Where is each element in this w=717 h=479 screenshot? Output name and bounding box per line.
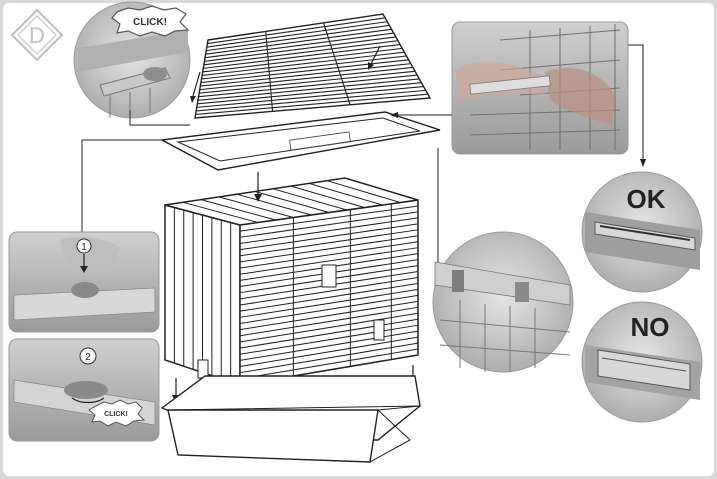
cage-bar (218, 196, 294, 218)
clip-photo-step-one: 1 (8, 231, 160, 333)
cage-body (164, 177, 419, 387)
base-tray (160, 375, 421, 463)
frame-clip-detail-photo (432, 231, 574, 373)
mesh-wire (203, 40, 399, 66)
cage-bar (239, 247, 419, 275)
mesh-wire (206, 21, 388, 48)
cage-bar (239, 211, 419, 238)
no-detail-photo: NO (581, 301, 703, 423)
cage-bar (239, 330, 419, 361)
cage-bar (239, 277, 419, 306)
cage-bar (239, 294, 419, 324)
cage-bar (239, 205, 419, 232)
cage-bar (239, 229, 419, 257)
mesh-wire (200, 63, 411, 87)
mesh-wire (202, 47, 403, 73)
clip-photo-step-two: 2 (8, 338, 160, 442)
cage-bar (239, 235, 419, 263)
mesh-divider (265, 31, 274, 112)
cage-bar (239, 342, 419, 374)
mesh-wire (197, 78, 420, 101)
mesh-wire (195, 93, 428, 116)
arrow-grid-left (190, 71, 201, 103)
step-badge-letter: D (29, 23, 45, 48)
cage-bar (239, 348, 419, 380)
mesh-wire (201, 55, 407, 80)
mesh-wire (196, 89, 426, 112)
cage-bar (239, 300, 419, 331)
cage-bar (239, 282, 419, 312)
mesh-wire (203, 43, 401, 69)
top-grid-mesh (194, 13, 432, 119)
cage-bar (290, 185, 365, 208)
click-text-top: CLICK! (133, 17, 167, 28)
cage-bar (254, 191, 330, 213)
lid-frame (159, 111, 441, 171)
mesh-wire (202, 51, 405, 77)
mesh-divider (322, 22, 351, 105)
connector-top-left (129, 110, 190, 126)
cage-bar (239, 324, 419, 355)
step-one-number: 1 (81, 242, 87, 253)
mesh-wire (198, 74, 418, 98)
click-burst-bottom: CLICK! (88, 399, 146, 427)
cage-bar (272, 188, 347, 211)
cage-bar (239, 336, 419, 368)
click-burst-top: CLICK! (111, 5, 190, 37)
mesh-wire (199, 66, 413, 91)
mesh-wire (200, 59, 409, 84)
mesh-wire (197, 82, 422, 105)
no-label: NO (631, 312, 670, 342)
connector-ok (628, 44, 644, 160)
mesh-wire (204, 36, 396, 62)
mesh-wire (199, 70, 416, 94)
cage-bar (182, 201, 258, 223)
cage-bar (308, 182, 383, 206)
click-text-bottom: CLICK! (104, 411, 128, 418)
mesh-wire (196, 85, 424, 108)
top-right-detail-photo (451, 21, 629, 155)
cage-bar (239, 312, 419, 343)
cage-bar (239, 318, 419, 349)
cage-bar (236, 193, 312, 216)
connector-top-right-arrowhead (390, 112, 398, 118)
ok-detail-photo: OK (581, 171, 703, 293)
cage-bar (239, 288, 419, 318)
arrow-grid-right (368, 45, 381, 70)
mesh-wire (205, 28, 392, 55)
mesh-wire (204, 32, 394, 59)
step-two-number: 2 (85, 352, 91, 363)
step-badge: D (10, 8, 64, 62)
mesh-wire (207, 17, 386, 45)
arrow-lid-to-cage (254, 172, 262, 202)
connector-ok-arrowhead (640, 159, 646, 167)
cage-bar (239, 217, 419, 244)
mesh-wire (206, 24, 390, 52)
cage-bar (239, 241, 419, 269)
cage-bar (239, 223, 419, 251)
ok-label: OK (627, 184, 666, 214)
cage-bar (200, 199, 276, 221)
cage-bar (326, 180, 401, 203)
connector-left (81, 139, 162, 232)
cage-bar (239, 306, 419, 337)
